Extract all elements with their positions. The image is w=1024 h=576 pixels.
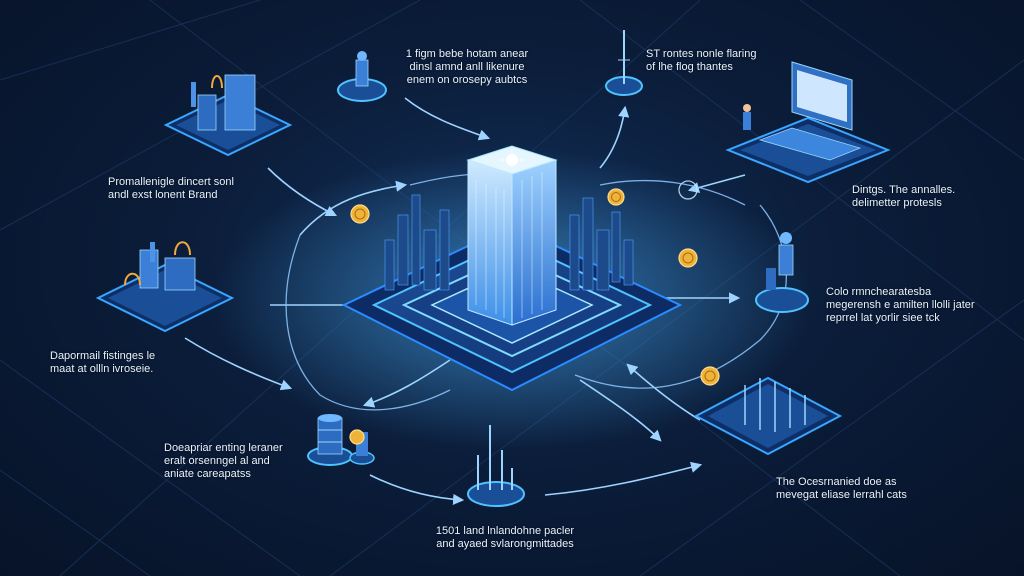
satellite-node	[337, 51, 387, 102]
arrow-upper-loop	[299, 180, 408, 236]
robot-icon	[780, 232, 792, 244]
power-plant-node	[95, 241, 235, 333]
caption-left-middle: Dapormail fistinges le maat at ollln ivr…	[50, 350, 156, 375]
caption-top-right: ST rontes nonle flaring of lhe flog than…	[646, 48, 757, 73]
arrow-left-down	[184, 337, 293, 391]
arrow-bottom-right	[544, 461, 703, 496]
tower-antenna-icon	[477, 425, 513, 490]
bitcoin-coin-icon	[678, 248, 698, 268]
database-icon	[317, 417, 343, 455]
robot-node	[755, 232, 809, 313]
data-center-tower	[466, 145, 558, 326]
person-icon	[743, 104, 751, 112]
factory-node	[163, 74, 293, 157]
antenna-node	[605, 30, 643, 96]
arrow-bottom-left	[369, 474, 465, 506]
caption-top-center: 1 figm bebe hotam anear dinsl amnd anll …	[405, 48, 529, 86]
arrow-center-bottom-left	[362, 359, 451, 408]
database-node	[307, 414, 375, 466]
caption-bottom-center: 1501 land lnlandohne pacler and ayaed sv…	[435, 525, 575, 550]
laptop-node	[725, 61, 891, 184]
circuit-icon	[744, 378, 806, 432]
city-skyline	[384, 194, 634, 291]
satellite-dish-icon	[355, 59, 369, 87]
building-icon	[224, 74, 256, 131]
arrow-top-right	[599, 105, 630, 169]
arrow-upper-left	[267, 167, 338, 217]
arrow-lower-right-in	[626, 363, 701, 421]
bitcoin-coin-icon	[607, 188, 625, 206]
coins	[349, 188, 720, 445]
arrow-lower-loop	[579, 379, 662, 442]
caption-right-upper: Dintgs. The annalles. delimetter protesl…	[852, 184, 956, 209]
bottom-antenna-node	[467, 425, 525, 507]
bitcoin-coin-icon	[349, 429, 365, 445]
circuit-board-node	[693, 376, 843, 456]
beacon-icon	[506, 154, 518, 166]
caption-bottom-left: Doeapriar enting leraner eralt orsenngel…	[164, 442, 283, 480]
bitcoin-coin-icon	[350, 204, 370, 224]
arrow-top-center	[404, 97, 491, 141]
caption-upper-left: Promallenigle dincert sonl andl exst lon…	[108, 176, 234, 201]
caption-bottom-right: The Ocesrnanied doe as mevegat eliase le…	[776, 476, 907, 501]
caption-right-middle: Colo rmnchearatesba megerensh e amilten …	[826, 286, 975, 324]
bitcoin-coin-icon	[700, 366, 720, 386]
